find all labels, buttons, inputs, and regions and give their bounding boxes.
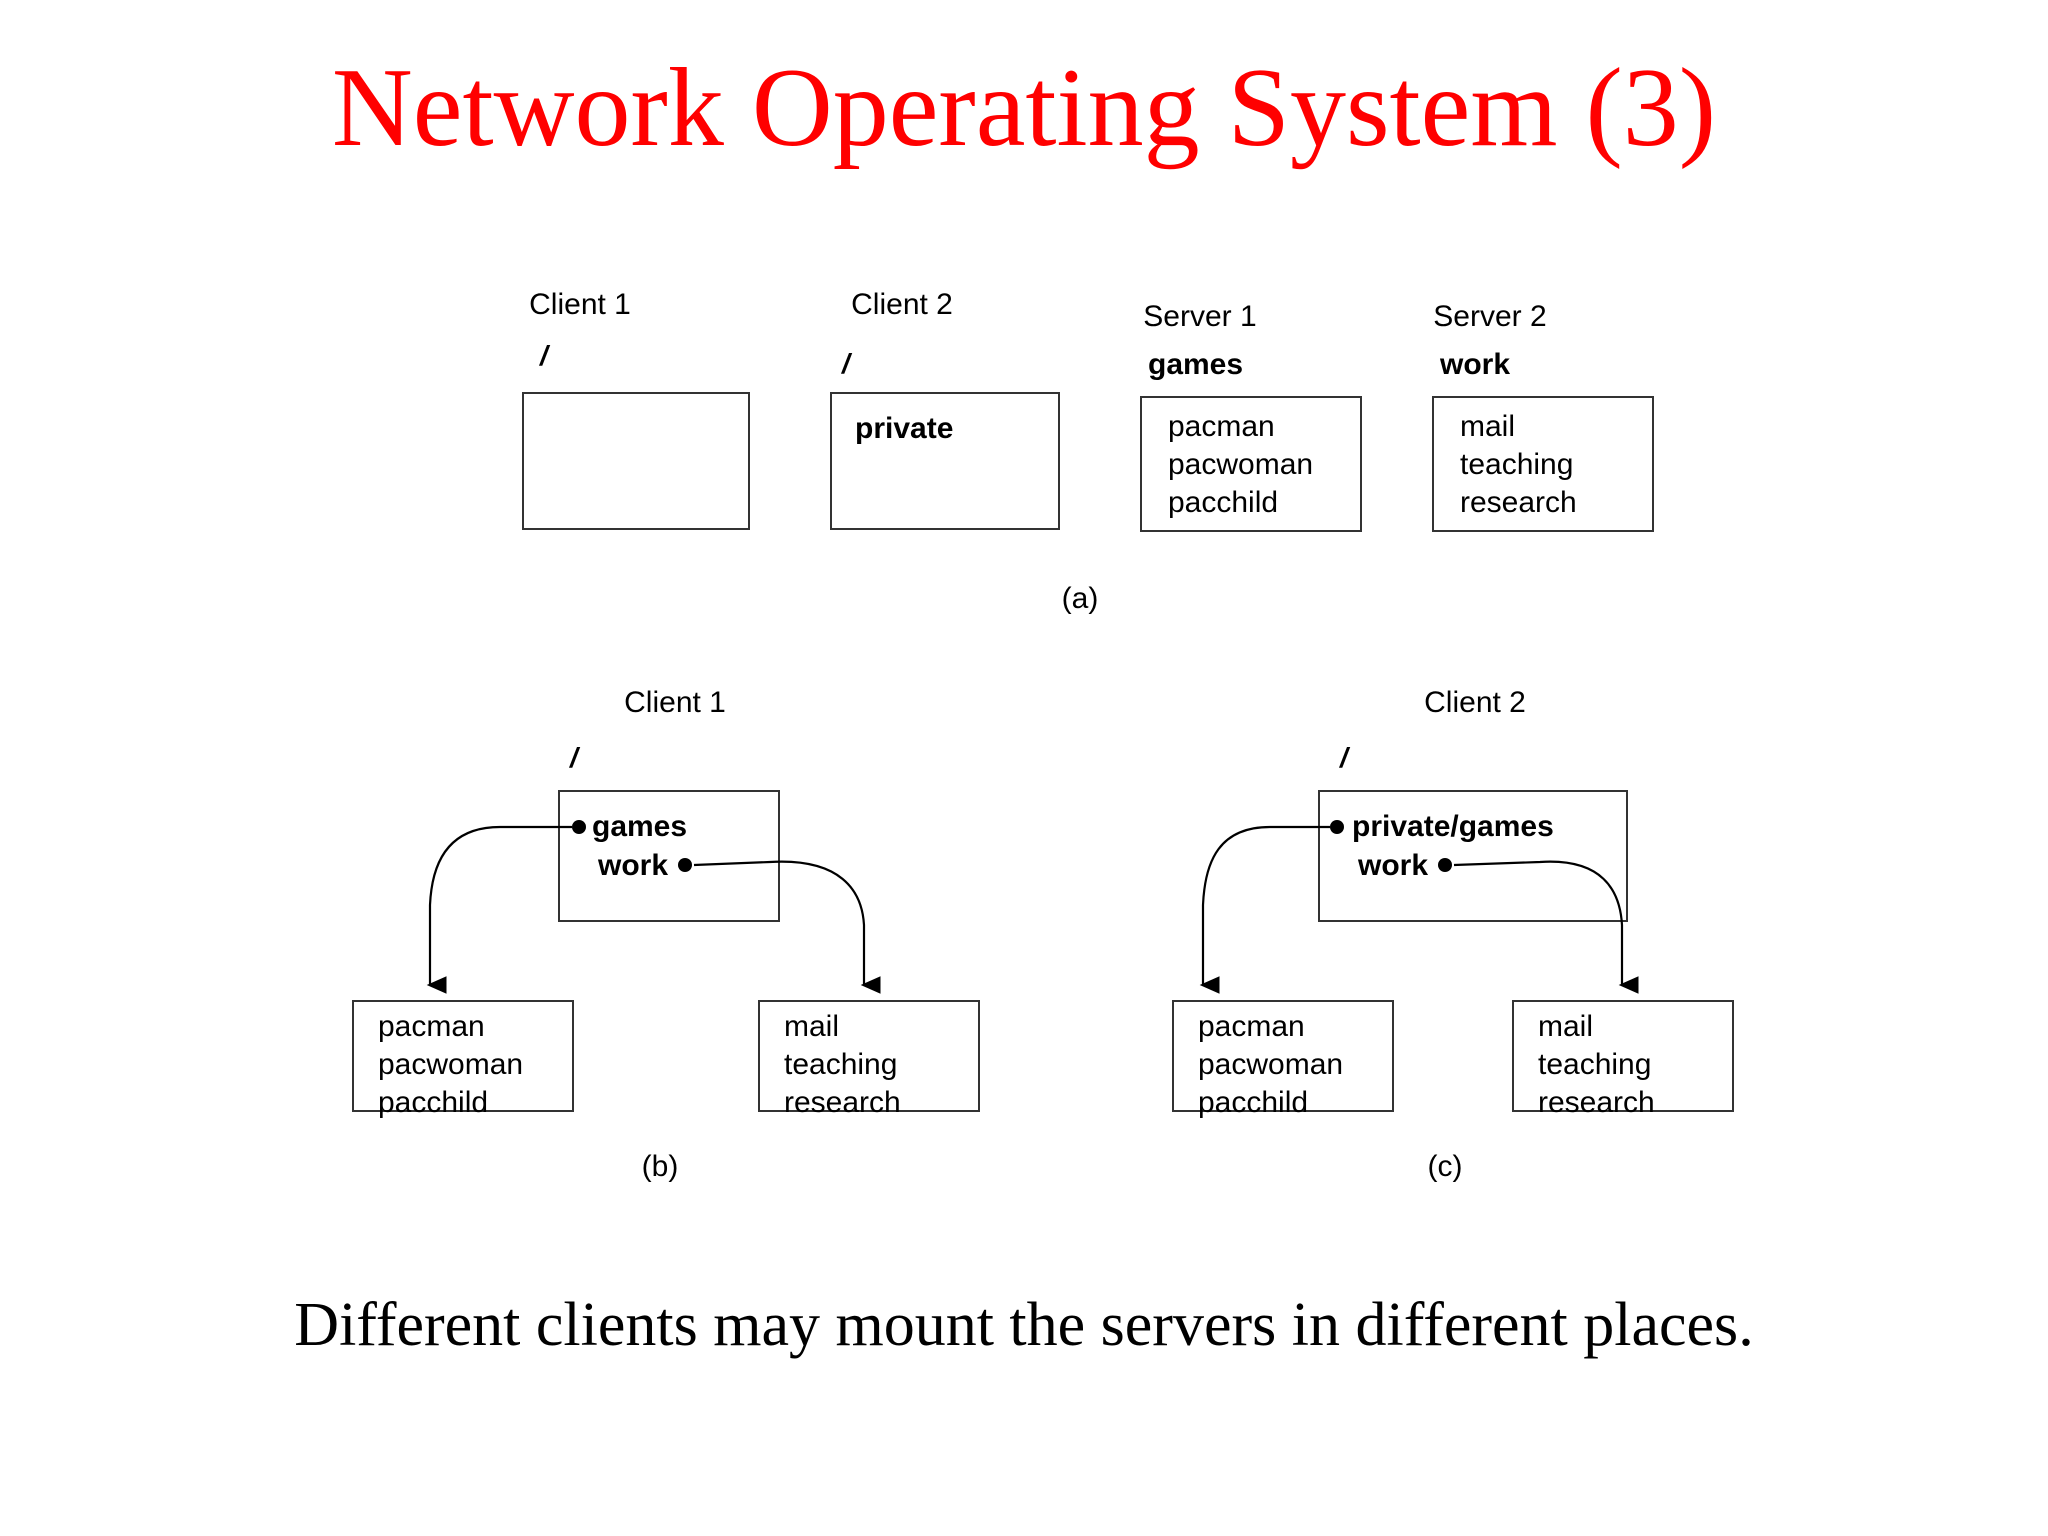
fs-entry-pacman-b: pacman [378,1010,485,1043]
mount-point-dot-private-games-c [1330,820,1344,834]
fs-entry-teaching-c: teaching [1538,1048,1652,1081]
node-title-client-1-a: Client 1 [529,288,631,321]
mount-entry-work-c: work [1358,849,1429,882]
mount-point-dot-work-c [1438,858,1452,872]
fs-box-server-1-a [1140,396,1362,532]
mount-entry-work-b: work [598,849,669,882]
subcaption-a: (a) [1061,582,1099,615]
node-title-server-2-a: Server 2 [1433,300,1547,333]
node-title-server-1-a: Server 1 [1143,300,1257,333]
fs-entry-research-b: research [784,1086,901,1119]
page-title: Network Operating System (3) [331,46,1717,170]
mount-label-games-a: games [1148,348,1244,381]
root-slash-client-2-c: / [1340,742,1348,773]
mount-point-dot-games-b [572,820,586,834]
fs-entry-research-a: research [1460,486,1577,519]
fs-box-games-target-b [352,1000,574,1112]
fs-entry-private-a: private [855,412,954,445]
root-slash-client-1-a: / [540,340,548,371]
fs-entry-pacchild-c: pacchild [1198,1086,1309,1119]
fs-box-work-target-b [758,1000,980,1112]
mount-label-work-a: work [1440,348,1511,381]
fs-entry-pacchild-b: pacchild [378,1086,489,1119]
fs-entry-pacman-a: pacman [1168,410,1275,443]
fs-box-client-1-a [522,392,750,530]
mount-point-dot-work-b [678,858,692,872]
fs-entry-research-c: research [1538,1086,1655,1119]
fs-entry-mail-c: mail [1538,1010,1594,1043]
fs-entry-mail-b: mail [784,1010,840,1043]
fs-entry-teaching-a: teaching [1460,448,1574,481]
fs-box-work-target-c [1512,1000,1734,1112]
mount-entry-games-b: games [592,810,688,843]
fs-entry-pacman-c: pacman [1198,1010,1305,1043]
root-slash-client-1-b: / [570,742,578,773]
node-title-client-2-a: Client 2 [851,288,953,321]
arrow-private-games-to-pacman-c [1199,825,1330,994]
fs-entry-mail-a: mail [1460,410,1516,443]
fs-box-server-2-a [1432,396,1654,532]
root-slash-client-2-a: / [842,348,850,379]
node-title-client-1-b: Client 1 [624,686,726,719]
fs-box-games-target-c [1172,1000,1394,1112]
fs-entry-pacwoman-b: pacwoman [378,1048,524,1081]
mount-entry-private-games-c: private/games [1352,810,1554,843]
slide-caption: Different clients may mount the servers … [294,1291,1754,1359]
fs-entry-pacwoman-c: pacwoman [1198,1048,1344,1081]
fs-entry-pacwoman-a: pacwoman [1168,448,1314,481]
subcaption-c: (c) [1427,1150,1463,1183]
node-title-client-2-c: Client 2 [1424,686,1526,719]
arrow-games-to-pacman-b [426,825,572,994]
fs-box-client-2-a [830,392,1060,530]
fs-entry-pacchild-a: pacchild [1168,486,1279,519]
fs-entry-teaching-b: teaching [784,1048,898,1081]
subcaption-b: (b) [641,1150,679,1183]
